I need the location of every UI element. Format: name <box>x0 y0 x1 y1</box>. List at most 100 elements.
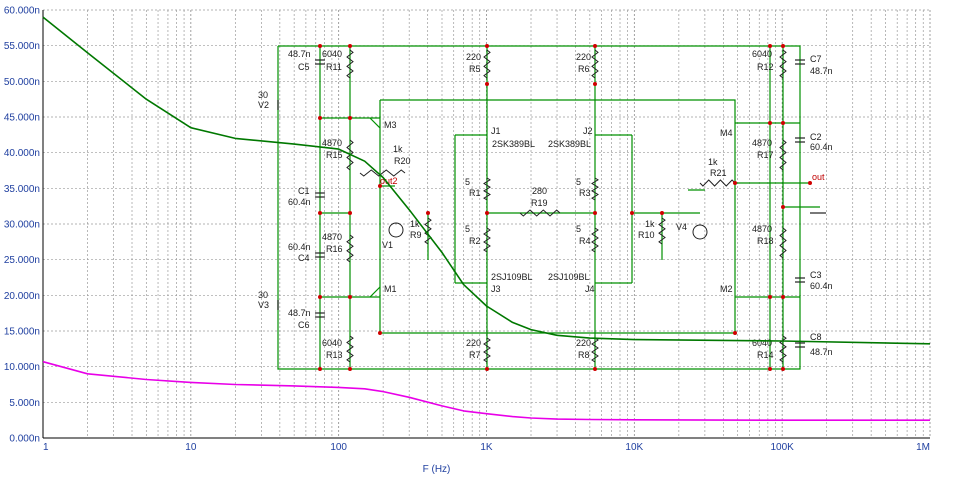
schematic-label: 4870 <box>322 232 342 242</box>
resistor-symbol <box>483 177 491 201</box>
schematic-label: out <box>812 172 825 182</box>
schematic-label: R21 <box>710 168 727 178</box>
schematic-label: C5 <box>298 62 310 72</box>
x-tick-label: 100K <box>770 442 794 453</box>
schematic-label: 60.4n <box>810 142 833 152</box>
grid <box>42 9 931 439</box>
node-dot <box>378 184 382 188</box>
schematic-label: R8 <box>578 350 590 360</box>
schematic-label: R19 <box>531 198 548 208</box>
node-dot <box>348 367 352 371</box>
node-dot <box>593 44 597 48</box>
schematic-label: M1 <box>384 284 397 294</box>
node-dot <box>660 211 664 215</box>
series-line-2 <box>42 360 930 422</box>
resistor-symbol <box>779 49 787 79</box>
schematic-label: 1k <box>393 144 403 154</box>
resistor-symbol <box>346 335 354 363</box>
schematic-label: R13 <box>326 350 343 360</box>
node-dot <box>781 295 785 299</box>
schematic-label: R1 <box>469 188 481 198</box>
y-tick-label: 25.000n <box>4 255 40 266</box>
y-tick-label: 45.000n <box>4 113 40 124</box>
node-dot <box>378 331 382 335</box>
resistor-symbol <box>591 227 599 253</box>
y-tick-label: 60.000n <box>4 6 40 17</box>
y-tick-label: 5.000n <box>9 398 40 409</box>
schematic-label: R3 <box>579 188 591 198</box>
schematic-label: 5 <box>576 224 581 234</box>
resistor-symbol <box>699 179 736 187</box>
schematic-label: 220 <box>466 52 481 62</box>
wire <box>369 117 381 129</box>
schematic-label: 1k <box>708 157 718 167</box>
resistor-symbol <box>779 227 787 259</box>
schematic-label: 220 <box>576 52 591 62</box>
resistor-symbol <box>483 49 491 79</box>
node-dot <box>426 211 430 215</box>
y-tick-label: 50.000n <box>4 77 40 88</box>
node-dot <box>318 44 322 48</box>
schematic-label: J2 <box>583 126 593 136</box>
y-tick-labels: 0.000n5.000n10.000n15.000n20.000n25.000n… <box>4 6 40 445</box>
schematic-label: 5 <box>465 177 470 187</box>
schematic-label: R14 <box>757 350 774 360</box>
schematic-label: C2 <box>810 132 822 142</box>
resistor-symbol <box>359 169 406 177</box>
schematic-label: R5 <box>469 64 481 74</box>
x-tick-label: 1 <box>43 442 49 453</box>
node-dot <box>318 295 322 299</box>
resistor-symbol <box>779 335 787 363</box>
y-tick-label: 10.000n <box>4 362 40 373</box>
node-dot <box>485 44 489 48</box>
node-dot <box>485 82 489 86</box>
resistor-symbol <box>346 49 354 79</box>
schematic-label: 2SJ109BL <box>548 272 590 282</box>
node-dot <box>630 211 634 215</box>
schematic-label: C7 <box>810 54 822 64</box>
y-tick-label: 40.000n <box>4 148 40 159</box>
schematic-label: 2SK389BL <box>492 139 535 149</box>
schematic-label: 6040 <box>322 338 342 348</box>
schematic-label: M3 <box>384 120 397 130</box>
node-dot <box>808 181 812 185</box>
schematic-label: 60.4n <box>810 281 833 291</box>
y-tick-label: 35.000n <box>4 184 40 195</box>
schematic-label: R2 <box>469 236 481 246</box>
x-tick-label: 10 <box>185 442 197 453</box>
node-dot <box>781 44 785 48</box>
series-group <box>42 16 931 422</box>
schematic-label: V2 <box>258 100 269 110</box>
schematic-label: out2 <box>380 176 398 186</box>
schematic-label: 48.7n <box>288 308 311 318</box>
circuit-schematic: 48.7nC56040R1130V2M34870R151kR20out2C160… <box>258 44 833 371</box>
resistor-symbol <box>483 227 491 253</box>
resistor-symbol <box>424 217 432 245</box>
schematic-label: C3 <box>810 270 822 280</box>
node-dot <box>485 211 489 215</box>
schematic-label: R7 <box>469 350 481 360</box>
schematic-label: R16 <box>326 244 343 254</box>
schematic-label: J3 <box>491 284 501 294</box>
y-tick-label: 0.000n <box>9 434 40 445</box>
source-symbol <box>692 224 708 240</box>
node-dot <box>348 295 352 299</box>
node-dot <box>733 181 737 185</box>
schematic-label: R4 <box>579 236 591 246</box>
schematic-label: R12 <box>757 62 774 72</box>
schematic-label: J4 <box>585 284 595 294</box>
resistor-symbol <box>346 234 354 263</box>
schematic-label: C6 <box>298 320 310 330</box>
node-dot <box>733 331 737 335</box>
schematic-label: 48.7n <box>810 66 833 76</box>
schematic-label: V3 <box>258 300 269 310</box>
resistor-symbol <box>591 177 599 201</box>
node-dot <box>768 367 772 371</box>
node-dot <box>318 211 322 215</box>
y-tick-label: 15.000n <box>4 327 40 338</box>
schematic-label: 1k <box>410 219 420 229</box>
schematic-label: 60.4n <box>288 197 311 207</box>
x-tick-label: 1K <box>480 442 493 453</box>
